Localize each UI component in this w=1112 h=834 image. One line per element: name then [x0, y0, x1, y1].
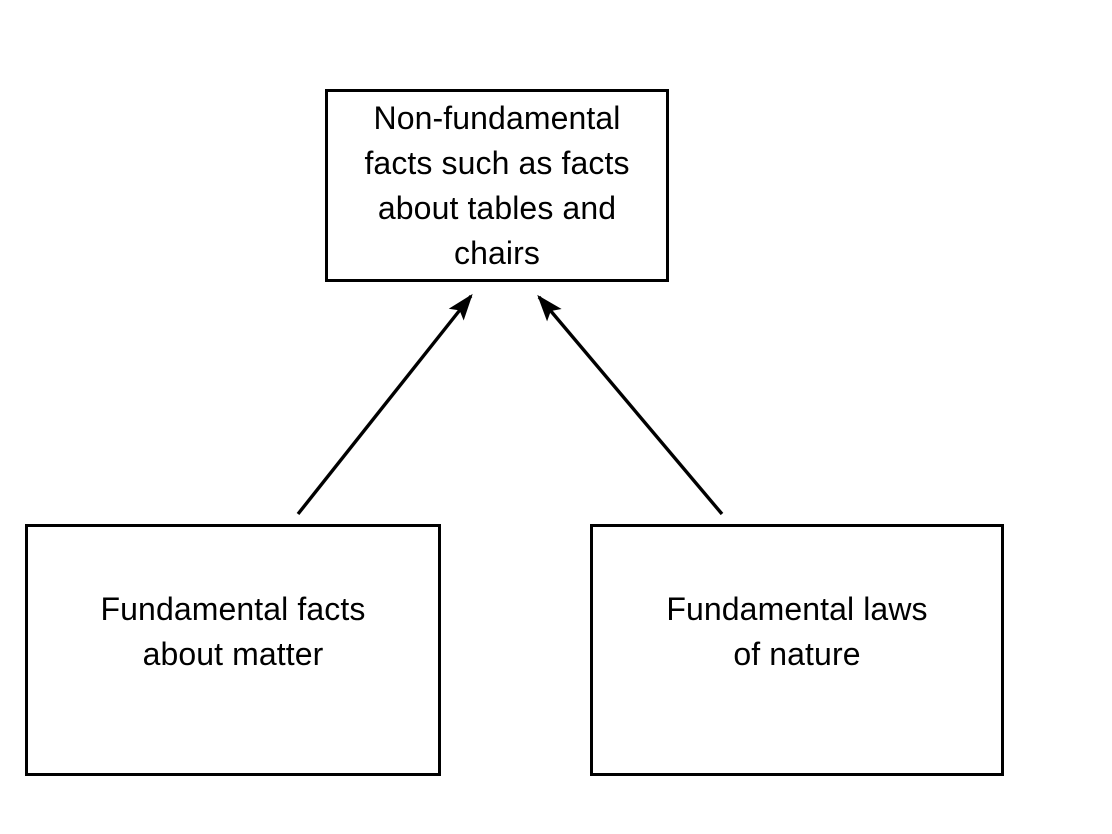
node-non-fundamental-facts[interactable]: Non-fundamental facts such as facts abou…	[325, 89, 669, 282]
node-fundamental-facts-about-matter-label: Fundamental facts about matter	[100, 591, 366, 672]
node-fundamental-laws-of-nature[interactable]: Fundamental laws of nature	[590, 524, 1004, 776]
edge-laws-to-nonfundamental	[537, 294, 724, 516]
node-fundamental-laws-of-nature-label: Fundamental laws of nature	[666, 591, 928, 672]
node-fundamental-facts-about-matter[interactable]: Fundamental facts about matter	[25, 524, 441, 776]
edge-matter-to-nonfundamental	[296, 293, 473, 516]
node-non-fundamental-facts-label: Non-fundamental facts such as facts abou…	[364, 99, 630, 271]
